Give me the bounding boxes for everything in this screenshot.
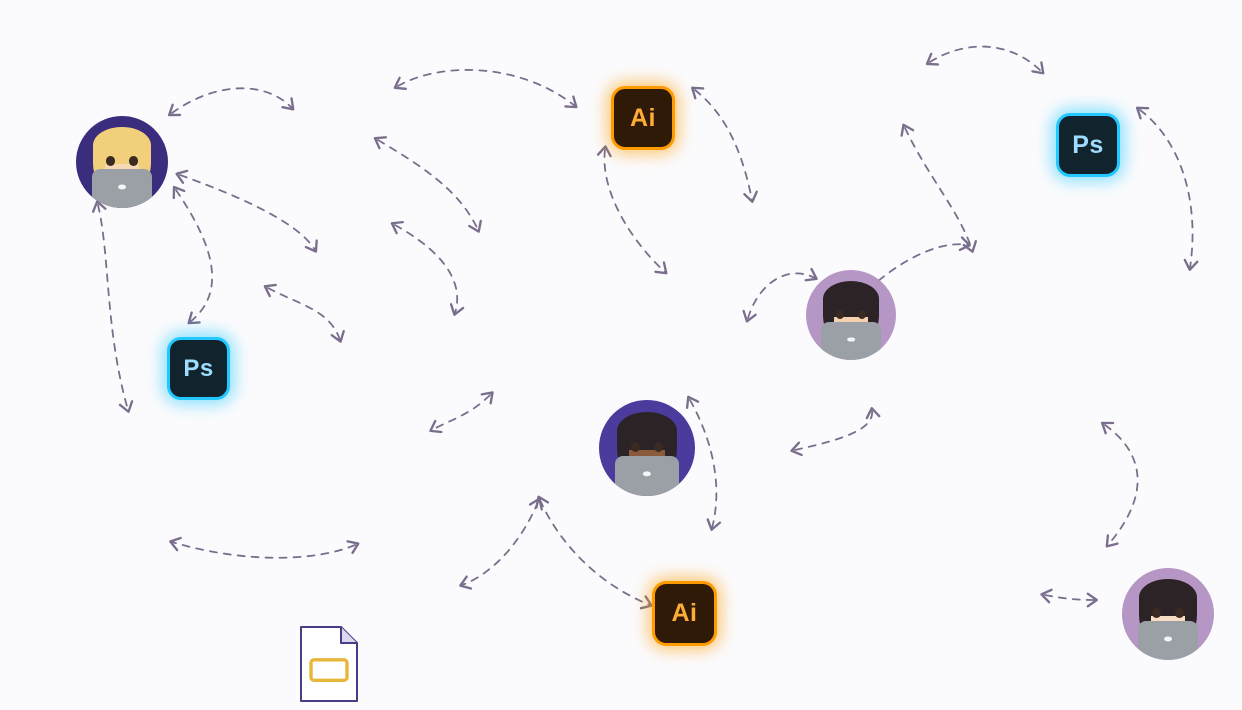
man-with-laptop <box>806 270 896 360</box>
avatar-laptop <box>1137 621 1199 660</box>
avatar-eye-left <box>835 309 845 320</box>
rect-glyph <box>309 658 349 683</box>
avatar-hair-side-left <box>617 424 629 464</box>
illustrator-icon: Ai <box>611 86 675 150</box>
avatar-hair-side-left <box>823 293 834 330</box>
photoshop-icon: Ps <box>1056 113 1120 177</box>
avatar-eye-left <box>106 156 116 167</box>
avatar-eye-right <box>128 156 138 167</box>
avatar-eye-right <box>1174 608 1184 619</box>
avatar-hair-side-right <box>1185 591 1197 629</box>
blonde-person-with-laptop <box>76 116 168 208</box>
dark-hair-person-with-laptop <box>599 400 695 496</box>
avatar-hair-side-right <box>868 293 879 330</box>
avatar-hair-side-right <box>139 139 151 177</box>
avatar-hair-side-left <box>1139 591 1151 629</box>
avatar-laptop <box>615 455 679 496</box>
avatar-eye-right <box>857 309 867 320</box>
avatar-eye-left <box>630 442 640 453</box>
illustrator-icon: Ai <box>652 581 717 646</box>
avatar-eye-left <box>1152 608 1162 619</box>
rect-file-icon <box>300 626 1242 702</box>
avatar-laptop <box>821 322 881 360</box>
photoshop-icon: Ps <box>167 337 230 400</box>
file-icon-group <box>0 546 1242 710</box>
woman-with-laptop <box>1122 568 1214 660</box>
avatar-group <box>0 0 1242 546</box>
avatar-eye-right <box>654 442 664 453</box>
avatar-hair-side-left <box>93 139 105 177</box>
avatar-laptop <box>91 169 153 208</box>
avatar-hair-side-right <box>665 424 677 464</box>
